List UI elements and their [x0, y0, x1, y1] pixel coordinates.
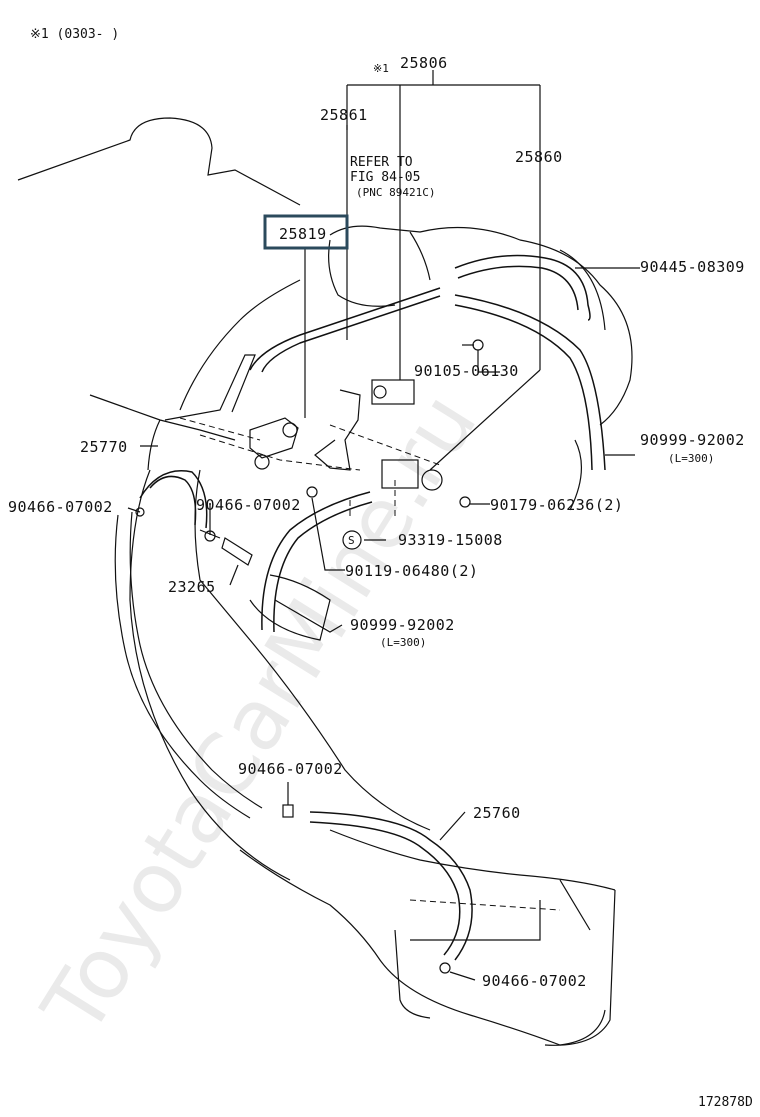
- s-symbol: S: [348, 534, 355, 547]
- header-note: ※1 (0303- ): [30, 27, 119, 42]
- callout-25860: 25860: [515, 148, 563, 166]
- engine-outline: [17, 117, 633, 1046]
- refer-line-1: REFER TO: [350, 155, 413, 170]
- callout-90119-06480: 90119-06480(2): [345, 562, 478, 580]
- figure-id: 172878D: [698, 1095, 753, 1110]
- callout-90999-92002-lower-length: (L=300): [380, 636, 426, 649]
- leader-lines: [127, 70, 640, 981]
- watermark: ToyotaCarMine.ru: [23, 376, 496, 1051]
- callout-90999-92002-right-length: (L=300): [668, 452, 714, 465]
- callout-93319-15008: 93319-15008: [398, 531, 503, 549]
- vsv-assembly: [135, 339, 484, 974]
- callout-25806: 25806: [400, 54, 448, 72]
- highlight-box-25819: [263, 214, 349, 250]
- callout-25806-mark: ※1: [373, 62, 389, 75]
- callout-25819[interactable]: 25819: [279, 225, 327, 243]
- callout-90179-06236: 90179-06236(2): [490, 496, 623, 514]
- callout-25760: 25760: [473, 804, 521, 822]
- callout-25770: 25770: [80, 438, 128, 456]
- callout-90999-92002-lower: 90999-92002: [350, 616, 455, 634]
- vacuum-hoses: [139, 254, 606, 961]
- callout-90999-92002-right: 90999-92002: [640, 431, 745, 449]
- refer-line-3: (PNC 89421C): [356, 186, 435, 199]
- callout-23265: 23265: [168, 578, 216, 596]
- callout-25861: 25861: [320, 106, 368, 124]
- dashed-guides: [179, 417, 561, 911]
- callout-90466-07002-low: 90466-07002: [238, 760, 343, 778]
- callout-90105-06130: 90105-06130: [414, 362, 519, 380]
- callout-90466-07002-left: 90466-07002: [8, 498, 113, 516]
- refer-line-2: FIG 84-05: [350, 170, 420, 185]
- callout-90445-08309: 90445-08309: [640, 258, 745, 276]
- s-symbol-circle: [342, 530, 362, 550]
- callout-90466-07002-bottom: 90466-07002: [482, 972, 587, 990]
- callout-90466-07002-mid: 90466-07002: [196, 496, 301, 514]
